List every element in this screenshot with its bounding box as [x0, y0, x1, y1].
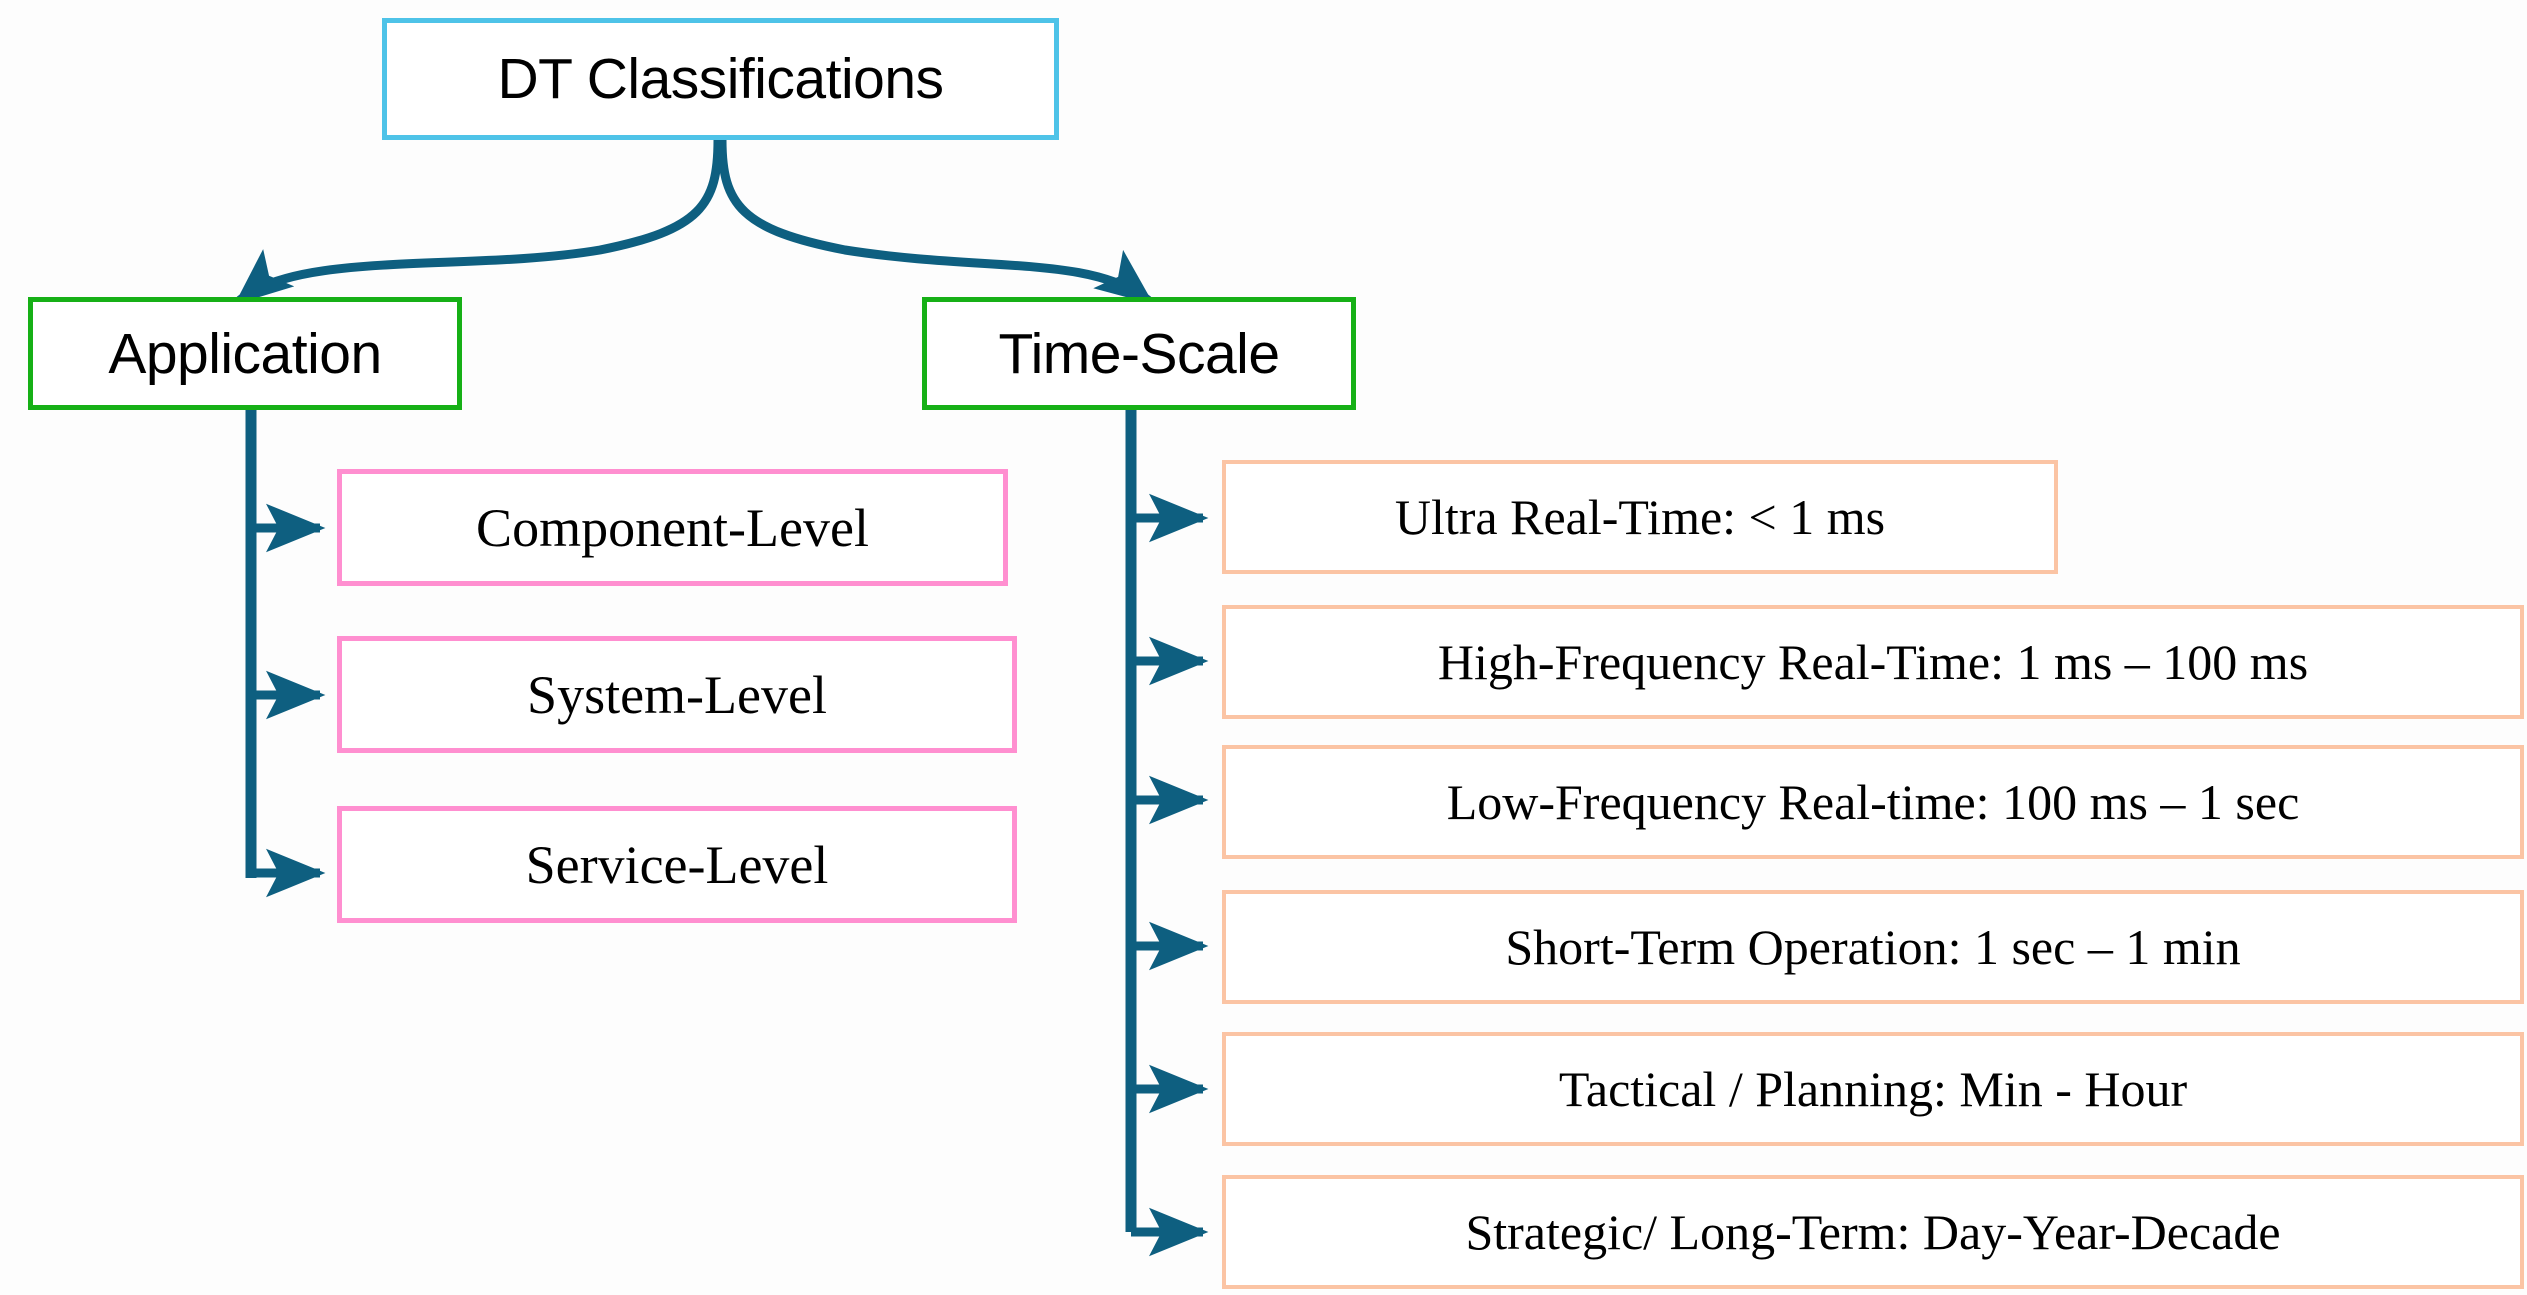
node-tactical-planning[interactable]: Tactical / Planning: Min - Hour: [1222, 1032, 2524, 1146]
node-ultra-real-time[interactable]: Ultra Real-Time: < 1 ms: [1222, 460, 2058, 574]
node-component-level[interactable]: Component-Level: [337, 469, 1008, 586]
node-low-frequency-real-time-label: Low-Frequency Real-time: 100 ms – 1 sec: [1446, 774, 2300, 830]
edge-root-to-timescale: [717, 135, 1154, 305]
node-short-term-operation-label: Short-Term Operation: 1 sec – 1 min: [1505, 919, 2241, 975]
node-low-frequency-real-time[interactable]: Low-Frequency Real-time: 100 ms – 1 sec: [1222, 745, 2524, 859]
node-system-level[interactable]: System-Level: [337, 636, 1017, 753]
node-strategic-long-term-label: Strategic/ Long-Term: Day-Year-Decade: [1465, 1204, 2281, 1260]
node-strategic-long-term[interactable]: Strategic/ Long-Term: Day-Year-Decade: [1222, 1175, 2524, 1289]
node-time-scale[interactable]: Time-Scale: [922, 297, 1356, 410]
node-high-frequency-real-time[interactable]: High-Frequency Real-Time: 1 ms – 100 ms: [1222, 605, 2524, 719]
node-service-level-label: Service-Level: [525, 834, 829, 895]
node-high-frequency-real-time-label: High-Frequency Real-Time: 1 ms – 100 ms: [1437, 634, 2309, 690]
node-application-label: Application: [108, 321, 382, 386]
node-component-level-label: Component-Level: [476, 497, 869, 558]
node-short-term-operation[interactable]: Short-Term Operation: 1 sec – 1 min: [1222, 890, 2524, 1004]
node-ultra-real-time-label: Ultra Real-Time: < 1 ms: [1394, 489, 1886, 545]
node-service-level[interactable]: Service-Level: [337, 806, 1017, 923]
edge-root-to-application: [234, 135, 723, 305]
node-dt-classifications-label: DT Classifications: [497, 47, 944, 111]
node-dt-classifications[interactable]: DT Classifications: [382, 18, 1059, 140]
node-time-scale-label: Time-Scale: [998, 321, 1280, 386]
node-application[interactable]: Application: [28, 297, 462, 410]
node-tactical-planning-label: Tactical / Planning: Min - Hour: [1558, 1061, 2188, 1117]
node-system-level-label: System-Level: [527, 664, 827, 725]
